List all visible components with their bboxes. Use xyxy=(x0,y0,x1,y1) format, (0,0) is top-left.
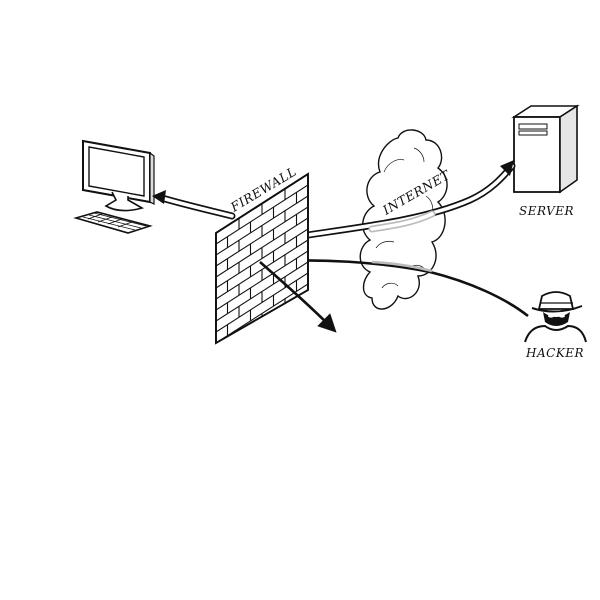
server-label: SERVER xyxy=(519,204,574,218)
hacker-icon: HACKER xyxy=(524,291,587,360)
computer-connection-arrow xyxy=(152,190,236,220)
hacker-label: HACKER xyxy=(525,346,584,360)
hacker-attack-line xyxy=(259,259,529,318)
server-connection-arrow xyxy=(284,160,516,242)
server-tower-icon: SERVER xyxy=(511,104,580,218)
brick-wall-icon: FIREWALL xyxy=(215,164,309,345)
desktop-computer-icon xyxy=(73,139,155,234)
deflected-attack-arrow xyxy=(259,261,337,333)
